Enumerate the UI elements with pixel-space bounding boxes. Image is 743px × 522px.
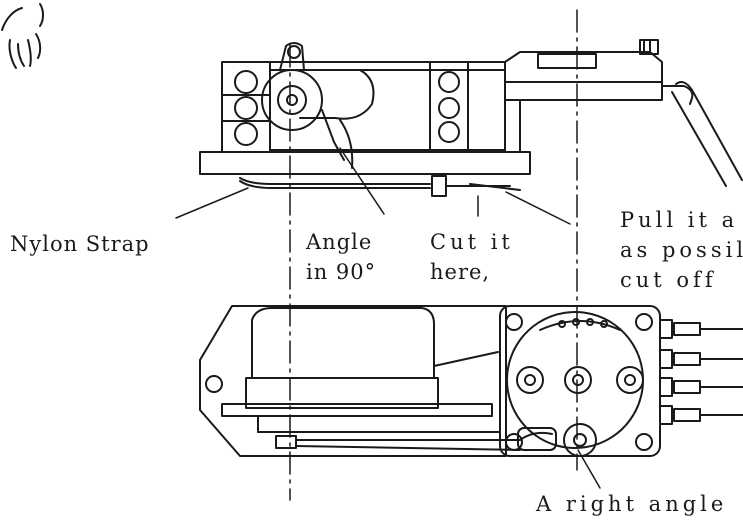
- base-plate: [199, 151, 531, 175]
- top-view-assembly: [199, 39, 743, 197]
- motor-body: [221, 307, 501, 433]
- mounting-hole: [205, 375, 223, 393]
- terminal-connectors: [659, 319, 743, 425]
- crank-arm: [261, 42, 375, 169]
- nylon-strap-top: [239, 175, 521, 197]
- bottom-view-assembly: [199, 305, 743, 457]
- cut-label-line1: Cut it: [430, 230, 514, 254]
- angle-label-line2: in 90°: [306, 260, 377, 284]
- angle-label-line1: Angle: [306, 230, 373, 254]
- cut-label-line2: here,: [430, 260, 491, 284]
- pull-label-line1: Pull it a: [620, 208, 739, 232]
- glove-sketch-icon: [1, 3, 44, 69]
- pull-label-line2: as possil: [620, 238, 743, 262]
- top-bracket: [504, 39, 694, 105]
- nylon-strap-label: Nylon Strap: [10, 232, 150, 256]
- right-angle-label: A right angle: [536, 492, 728, 516]
- gear-housing: [499, 305, 661, 457]
- middle-bearing-block: [429, 61, 469, 153]
- pull-rod: [671, 81, 743, 187]
- crank-link: [275, 423, 597, 457]
- pull-label-line3: cut off: [620, 268, 717, 292]
